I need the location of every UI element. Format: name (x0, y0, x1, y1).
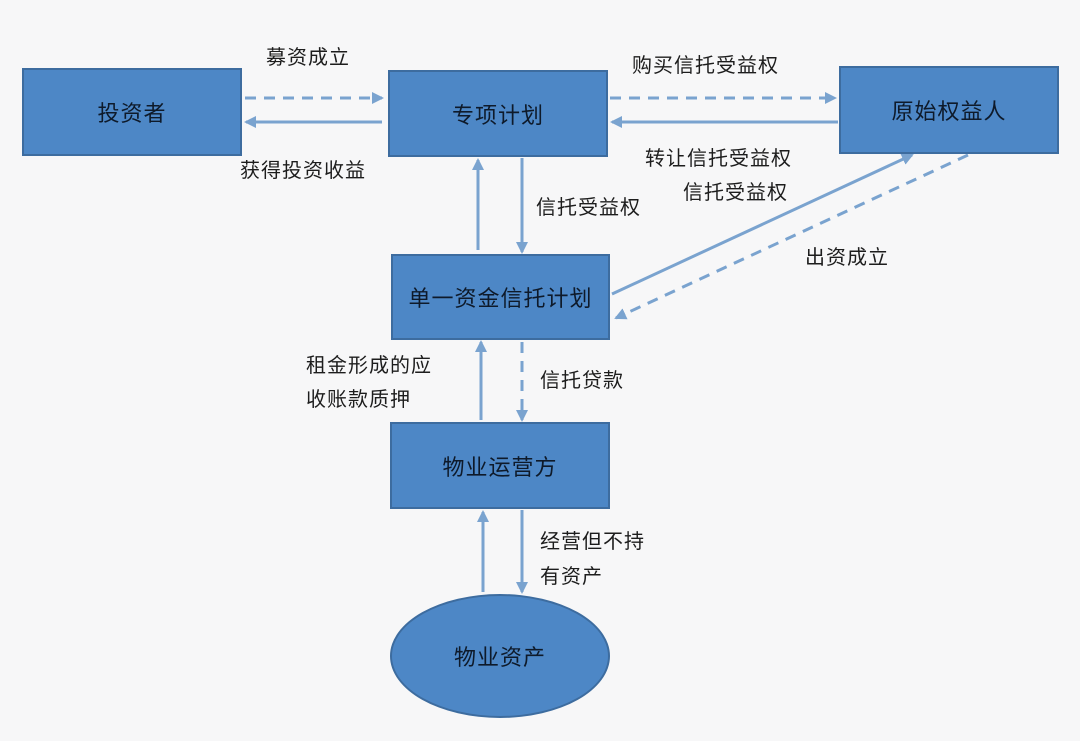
label-operate-line2: 有资产 (540, 564, 603, 588)
node-property-operator-label: 物业运营方 (442, 455, 558, 481)
node-single-trust-label: 单一资金信托计划 (408, 287, 593, 312)
arrow-contribute (614, 153, 969, 320)
node-special-plan-label: 专项计划 (451, 103, 544, 129)
node-single-trust: 单一资金信托计划 (391, 254, 610, 340)
node-property-asset-label: 物业资产 (453, 646, 546, 671)
label-beneficial-right-down: 信托受益权 (536, 195, 641, 219)
node-investor-label: 投资者 (97, 102, 167, 127)
label-contribute: 出资成立 (805, 245, 889, 269)
label-raise-funds: 募资成立 (266, 45, 350, 69)
label-get-returns: 获得投资收益 (240, 158, 366, 182)
label-beneficial-right-holder: 信托受益权 (683, 180, 788, 204)
label-buy-beneficial: 购买信托受益权 (632, 53, 779, 77)
label-operate-line1: 经营但不持 (540, 529, 645, 553)
label-pledge-line1: 租金形成的应 (306, 353, 432, 377)
node-original-holder-label: 原始权益人 (891, 100, 1007, 125)
node-property-operator: 物业运营方 (390, 422, 610, 509)
label-transfer-beneficial: 转让信托受益权 (645, 146, 792, 170)
node-investor: 投资者 (22, 68, 242, 156)
arrow-trust-to-holder (611, 153, 914, 296)
node-property-asset: 物业资产 (390, 594, 610, 718)
node-original-holder: 原始权益人 (839, 66, 1059, 154)
node-special-plan: 专项计划 (388, 70, 608, 157)
label-pledge-line2: 收账款质押 (306, 387, 411, 411)
label-trust-loan: 信托贷款 (540, 368, 624, 392)
